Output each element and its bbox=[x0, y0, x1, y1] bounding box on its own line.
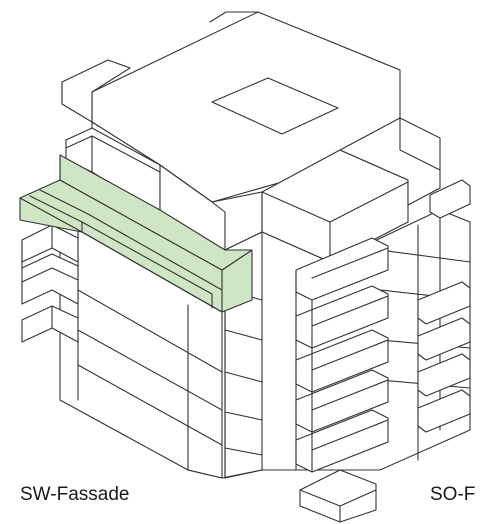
entrance-platform bbox=[299, 469, 377, 523]
se-facade bbox=[224, 179, 471, 479]
roof-parapet bbox=[209, 11, 259, 23]
se-balconies bbox=[295, 237, 389, 473]
sw-balconies bbox=[21, 224, 79, 343]
base bbox=[187, 469, 377, 523]
central-core bbox=[159, 164, 226, 251]
rooftop-box bbox=[211, 77, 339, 135]
sw-facade bbox=[21, 194, 223, 479]
sw-facade-label: SW-Fassade bbox=[20, 484, 130, 505]
se-balconies-back bbox=[417, 179, 471, 433]
building bbox=[19, 11, 471, 523]
so-facade-label: SO-F bbox=[430, 484, 476, 505]
highlighted-facade-element bbox=[19, 154, 253, 313]
roof-volumes bbox=[61, 11, 441, 263]
